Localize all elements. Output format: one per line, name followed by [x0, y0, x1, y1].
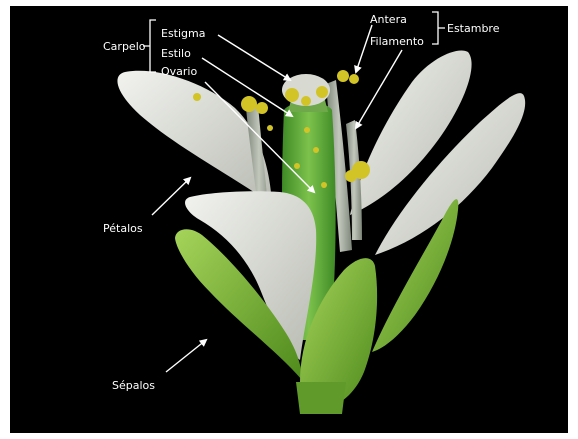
label-filamento: Filamento [370, 35, 424, 48]
label-carpelo: Carpelo [103, 40, 146, 53]
label-estilo: Estilo [161, 47, 191, 60]
label-estigma: Estigma [161, 27, 206, 40]
label-ovario: Ovario [161, 65, 197, 78]
label-sepalos: Sépalos [112, 379, 155, 392]
pedicel [296, 382, 346, 414]
label-antera: Antera [370, 13, 407, 26]
label-petalos: Pétalos [103, 222, 143, 235]
label-estambre: Estambre [447, 22, 500, 35]
